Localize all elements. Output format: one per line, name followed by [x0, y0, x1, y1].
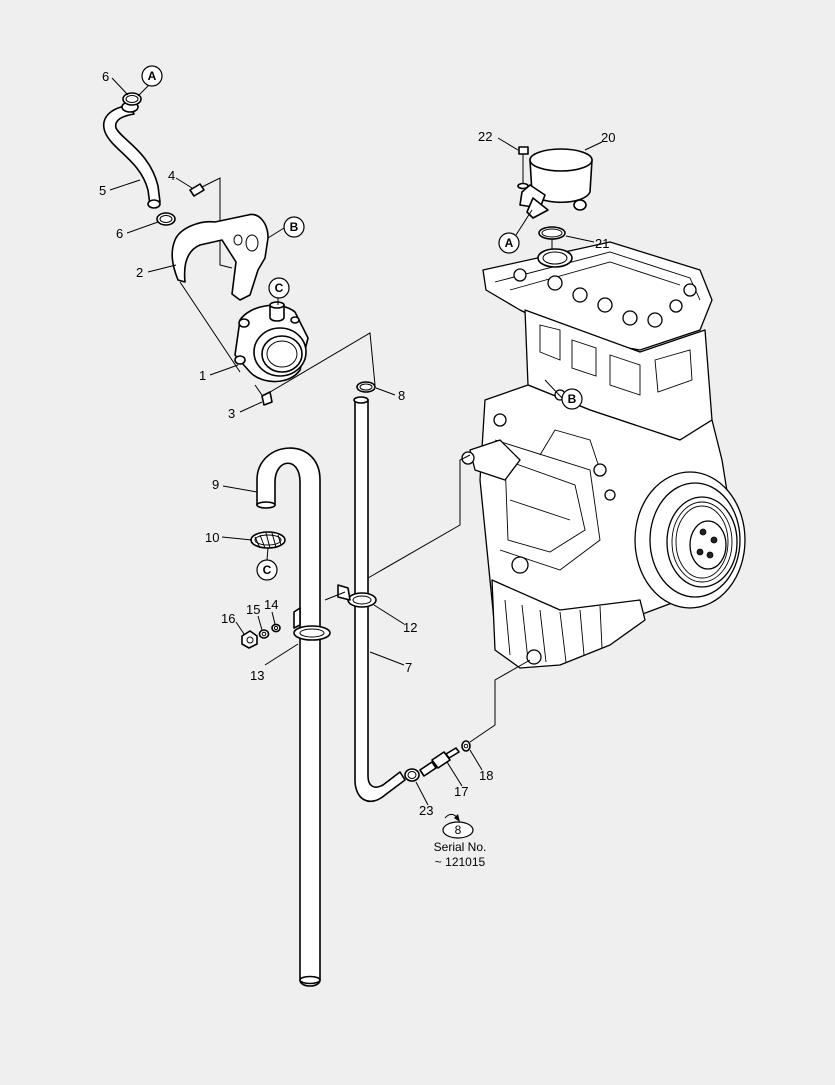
clip-8 [356, 381, 376, 393]
callout-18: 18 [479, 768, 493, 783]
serial-badge-oval [442, 821, 474, 839]
svg-text:C: C [263, 563, 272, 577]
clip-6-lower [156, 212, 176, 226]
callout-7: 7 [405, 660, 412, 675]
svg-text:B: B [568, 392, 577, 406]
reference-markers: A B C C A B [141, 65, 583, 581]
oil-separator-cap [517, 146, 593, 268]
bracket-2 [171, 213, 269, 301]
callout-labels: 6 5 4 6 2 1 3 8 9 10 16 15 14 13 12 7 17… [99, 69, 615, 818]
callout-12: 12 [403, 620, 417, 635]
svg-text:A: A [505, 236, 514, 250]
serial-line-2: ~ 121015 [435, 855, 486, 869]
callout-20: 20 [601, 130, 615, 145]
separator-1 [234, 301, 309, 383]
ref-b-engine: B [561, 388, 583, 410]
callout-13: 13 [250, 668, 264, 683]
clip-23 [404, 768, 420, 782]
callout-8: 8 [398, 388, 405, 403]
hose-7 [353, 396, 406, 803]
hose-5 [103, 101, 161, 209]
svg-text:A: A [148, 69, 157, 83]
ref-c-clamp: C [256, 559, 278, 581]
callout-15: 15 [246, 602, 260, 617]
clip-6-top [122, 92, 142, 106]
washer-18 [461, 740, 471, 752]
callout-leaders [109, 77, 603, 806]
svg-text:B: B [290, 220, 299, 234]
callout-1: 1 [199, 368, 206, 383]
hose-9 [256, 447, 321, 987]
callout-14: 14 [264, 597, 278, 612]
callout-3: 3 [228, 406, 235, 421]
callout-22: 22 [478, 129, 492, 144]
callout-21: 21 [595, 236, 609, 251]
callout-23: 23 [419, 803, 433, 818]
clamp-10 [250, 531, 286, 549]
callout-9: 9 [212, 477, 219, 492]
nut-16 [241, 630, 258, 649]
callout-6-top: 6 [102, 69, 109, 84]
svg-text:C: C [275, 281, 284, 295]
callout-2: 2 [136, 265, 143, 280]
engine-block [461, 241, 746, 669]
clamp-13 [293, 607, 331, 641]
serial-badge: 8 [455, 823, 462, 837]
ref-a-top: A [141, 65, 163, 87]
bolt-3 [254, 384, 273, 406]
callout-16: 16 [221, 611, 235, 626]
serial-line-1: Serial No. [434, 840, 487, 854]
ref-a-engine: A [498, 232, 520, 254]
callout-10: 10 [205, 530, 219, 545]
callout-4: 4 [168, 168, 175, 183]
washer-14 [271, 623, 281, 633]
serial-note: 8 Serial No. ~ 121015 [434, 813, 487, 869]
callout-5: 5 [99, 183, 106, 198]
bolt-4 [189, 177, 233, 269]
washer-15 [258, 629, 270, 639]
ref-c-separator: C [268, 277, 290, 299]
callout-17: 17 [454, 784, 468, 799]
fitting-17 [419, 747, 460, 777]
ref-b-bracket: B [283, 216, 305, 238]
callout-6-lower: 6 [116, 226, 123, 241]
valve-cover-bolts [513, 268, 697, 328]
